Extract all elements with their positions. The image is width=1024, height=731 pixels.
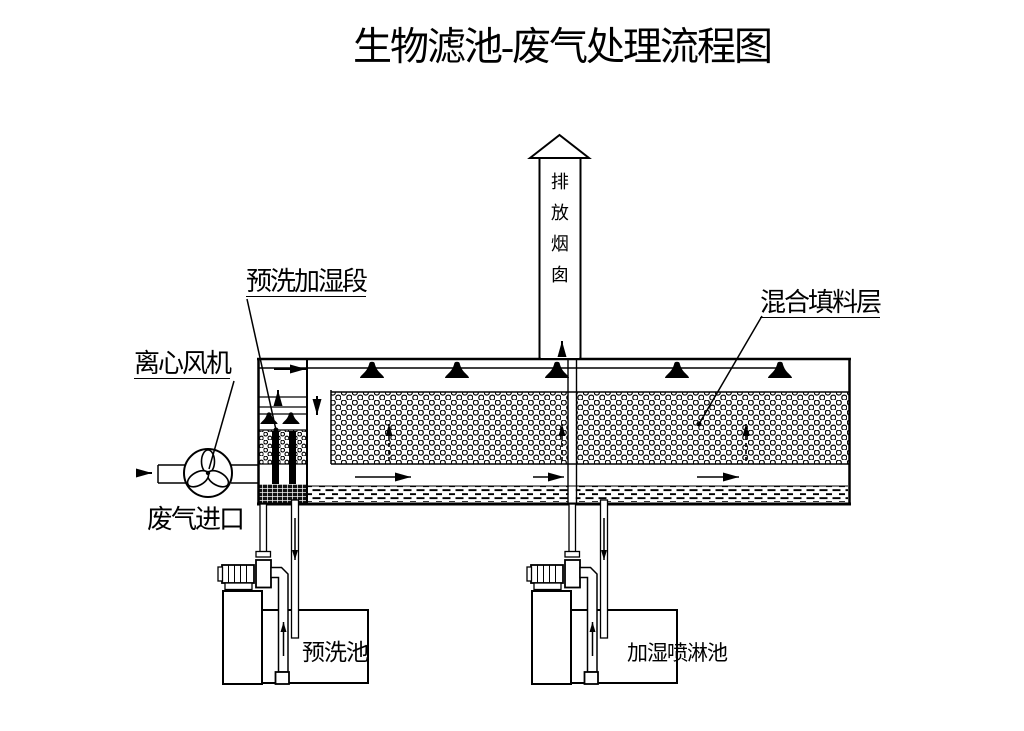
prewash-pool-label: 预洗池: [302, 640, 369, 665]
spray-nozzle-icon: [445, 361, 469, 378]
spray-nozzle-icon: [360, 361, 384, 378]
spray-nozzle-icon: [665, 361, 689, 378]
gas-inlet-label: 废气进口: [147, 505, 245, 534]
chimney-cap: [527, 133, 592, 159]
biofilter-box: [257, 357, 851, 506]
prewash-section-label: 预洗加湿段: [246, 267, 368, 298]
spray-riser-pipe: [567, 360, 578, 504]
spray-pool-label: 加湿喷淋池: [627, 641, 728, 665]
fan-label: 离心风机: [134, 349, 232, 380]
spray-nozzle-icon: [545, 361, 569, 378]
chimney-label: 排放烟囱: [548, 172, 569, 296]
mixed-packing-layer: [331, 392, 849, 464]
diagram-title: 生物滤池-废气处理流程图: [353, 26, 773, 69]
chimney: [527, 133, 592, 359]
water-layer: [308, 486, 848, 502]
prewash-packing: [259, 430, 306, 464]
spray-nozzle-icon: [768, 361, 792, 378]
packing-label: 混合填料层: [760, 288, 882, 319]
leader-lines: [208, 298, 763, 470]
centrifugal-fan-icon: [136, 448, 258, 498]
prewash-sump: [259, 484, 306, 503]
